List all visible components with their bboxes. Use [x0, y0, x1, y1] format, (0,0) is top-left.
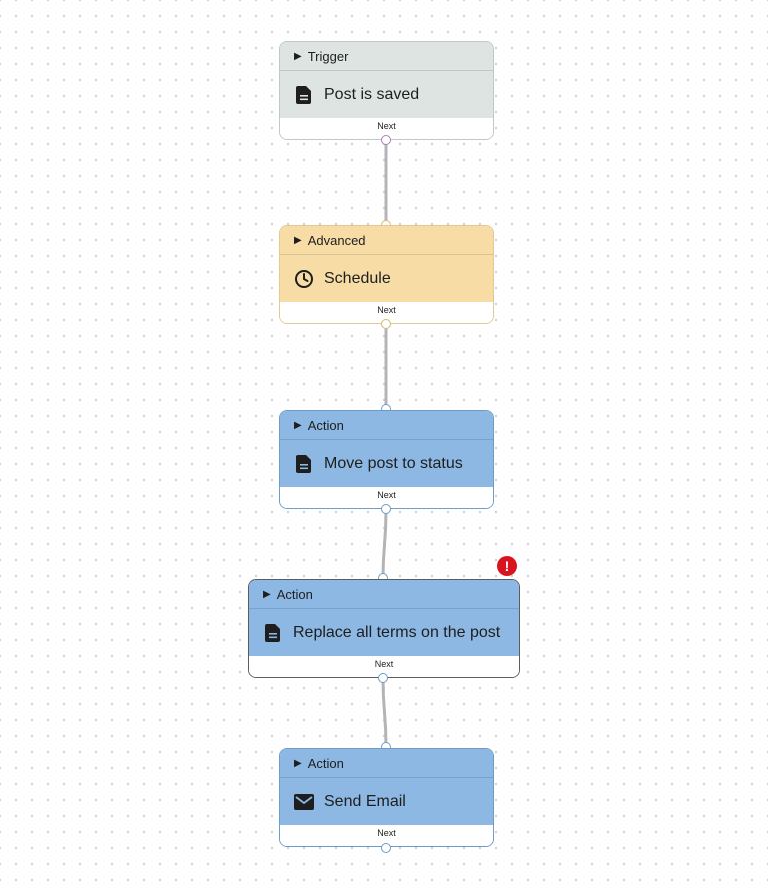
document-icon [294, 454, 314, 474]
node-category-header[interactable]: ▶ Action [249, 580, 519, 609]
node-title: Replace all terms on the post [293, 623, 501, 641]
node-body[interactable]: Send Email [280, 778, 493, 825]
node-body[interactable]: Schedule [280, 255, 493, 302]
output-port[interactable] [381, 504, 391, 514]
replace-terms-node[interactable]: ▶ Action Replace all terms on the post N… [248, 579, 520, 678]
expand-triangle-icon[interactable]: ▶ [263, 588, 271, 600]
schedule-node[interactable]: ▶ Advanced Schedule Next [279, 225, 494, 324]
expand-triangle-icon[interactable]: ▶ [294, 234, 302, 246]
node-title: Send Email [324, 792, 406, 810]
node-footer-label: Next [249, 656, 519, 677]
node-footer-label: Next [280, 302, 493, 323]
node-category-header[interactable]: ▶ Advanced [280, 226, 493, 255]
output-port[interactable] [381, 135, 391, 145]
node-category-label: Advanced [307, 232, 366, 248]
node-body[interactable]: Move post to status [280, 440, 493, 487]
node-category-label: Action [276, 586, 313, 602]
clock-icon [294, 269, 314, 289]
node-category-header[interactable]: ▶ Action [280, 411, 493, 440]
output-port[interactable] [381, 319, 391, 329]
output-port[interactable] [378, 673, 388, 683]
node-category-label: Action [307, 417, 344, 433]
node-footer-label: Next [280, 825, 493, 846]
edge-replace-email [381, 678, 388, 748]
envelope-icon [294, 792, 314, 812]
document-icon [294, 85, 314, 105]
expand-triangle-icon[interactable]: ▶ [294, 50, 302, 62]
expand-triangle-icon[interactable]: ▶ [294, 757, 302, 769]
node-category-label: Trigger [307, 48, 349, 64]
node-footer-label: Next [280, 118, 493, 139]
move-post-status-node[interactable]: ▶ Action Move post to status Next [279, 410, 494, 509]
node-title: Move post to status [324, 454, 463, 472]
node-body[interactable]: Post is saved [280, 71, 493, 118]
node-category-header[interactable]: ▶ Trigger [280, 42, 493, 71]
output-port[interactable] [381, 843, 391, 853]
node-body[interactable]: Replace all terms on the post [249, 609, 519, 656]
error-icon[interactable]: ! [497, 556, 517, 576]
document-icon [263, 623, 283, 643]
edge-move-replace [381, 509, 388, 579]
expand-triangle-icon[interactable]: ▶ [294, 419, 302, 431]
node-title: Post is saved [324, 85, 420, 103]
node-category-header[interactable]: ▶ Action [280, 749, 493, 778]
node-category-label: Action [307, 755, 344, 771]
node-footer-label: Next [280, 487, 493, 508]
trigger-node[interactable]: ▶ Trigger Post is saved Next [279, 41, 494, 140]
send-email-node[interactable]: ▶ Action Send Email Next [279, 748, 494, 847]
node-title: Schedule [324, 269, 391, 287]
